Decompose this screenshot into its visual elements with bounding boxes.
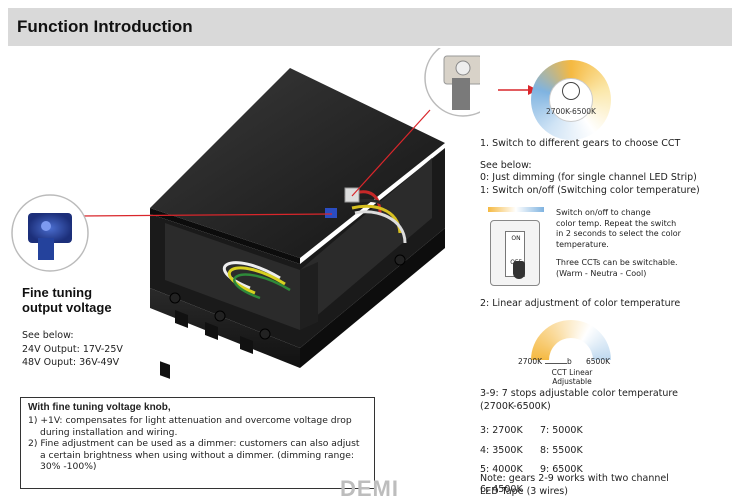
three-ccts-text: Three CCTs can be switchable. (Warm - Ne… bbox=[556, 258, 678, 278]
stop-item: 5: 4000K bbox=[480, 464, 523, 475]
stop-item: 3: 2700K bbox=[480, 425, 523, 436]
driver-box-illustration bbox=[11, 48, 480, 379]
gears-note: Note: gears 2-9 works with two channel L… bbox=[480, 473, 669, 497]
page-title: Function Introduction bbox=[8, 8, 732, 46]
arc-label-warm: 2700K bbox=[518, 357, 543, 366]
fine-tuning-title: Fine tuning output voltage bbox=[22, 285, 112, 315]
box-side bbox=[300, 228, 445, 368]
cct-stops-list: 3: 2700K 7: 5000K 4: 3500K 8: 5500K 5: 400… bbox=[480, 418, 620, 496]
step-1-text: 1. Switch to different gears to choose C… bbox=[480, 138, 681, 149]
hand-icon bbox=[513, 261, 525, 279]
left-see-below: See below: bbox=[22, 330, 74, 341]
notebox-title: With fine tuning voltage knob, bbox=[28, 402, 171, 413]
arc-scale-line bbox=[545, 363, 567, 364]
box-lid bbox=[150, 68, 445, 258]
callout-line-dial bbox=[351, 109, 431, 197]
switch-description: Switch on/off to change color temp. Repe… bbox=[556, 208, 681, 249]
voltage-knob-notes: With fine tuning voltage knob, 1) +1V: c… bbox=[20, 397, 375, 489]
cct-linear-arc bbox=[531, 320, 611, 360]
option-1-text: 1: Switch on/off (Switching color temper… bbox=[480, 185, 700, 196]
dial-knob-icon bbox=[562, 82, 580, 100]
cct-dial-zoom bbox=[424, 48, 480, 117]
switch-on-label: ON bbox=[511, 235, 521, 242]
stop-item: 4: 3500K bbox=[480, 444, 523, 456]
stop-item: 9: 6500K bbox=[540, 464, 583, 475]
voltage-knob-zoom bbox=[11, 194, 89, 272]
step-3-9-text: 3-9: 7 stops adjustable color temperatur… bbox=[480, 388, 678, 412]
output-ranges: 24V Output: 17V-25V 48V Ouput: 36V-49V bbox=[22, 344, 123, 368]
cct-gradient-bar bbox=[488, 207, 544, 212]
cct-color-dial: 2700K-6500K bbox=[531, 60, 611, 140]
box-front bbox=[150, 288, 300, 368]
step-2-text: 2: Linear adjustment of color temperatur… bbox=[480, 298, 681, 309]
voltage-knob-in-box bbox=[325, 208, 337, 218]
arc-caption: CCT Linear Adjustable bbox=[551, 368, 593, 386]
option-0-text: 0: Just dimming (for single channel LED … bbox=[480, 172, 697, 183]
notebox-item: 2) Fine adjustment can be used as a dimm… bbox=[28, 438, 360, 472]
stop-item: 8: 5500K bbox=[540, 444, 583, 456]
watermark: DEMI bbox=[340, 476, 399, 500]
arc-label-mid: b bbox=[567, 357, 572, 366]
right-see-below: See below: bbox=[480, 160, 532, 171]
stop-item: 6: 4500K bbox=[480, 483, 523, 495]
stop-item: 7: 5000K bbox=[540, 425, 583, 436]
callout-line-knob bbox=[79, 213, 333, 217]
arc-label-cool: 6500K bbox=[586, 357, 611, 366]
cct-dial-range: 2700K-6500K bbox=[546, 107, 596, 116]
notebox-item: 1) +1V: compensates for light attenuatio… bbox=[28, 415, 352, 438]
wall-switch-illustration: ON OFF bbox=[490, 220, 540, 286]
